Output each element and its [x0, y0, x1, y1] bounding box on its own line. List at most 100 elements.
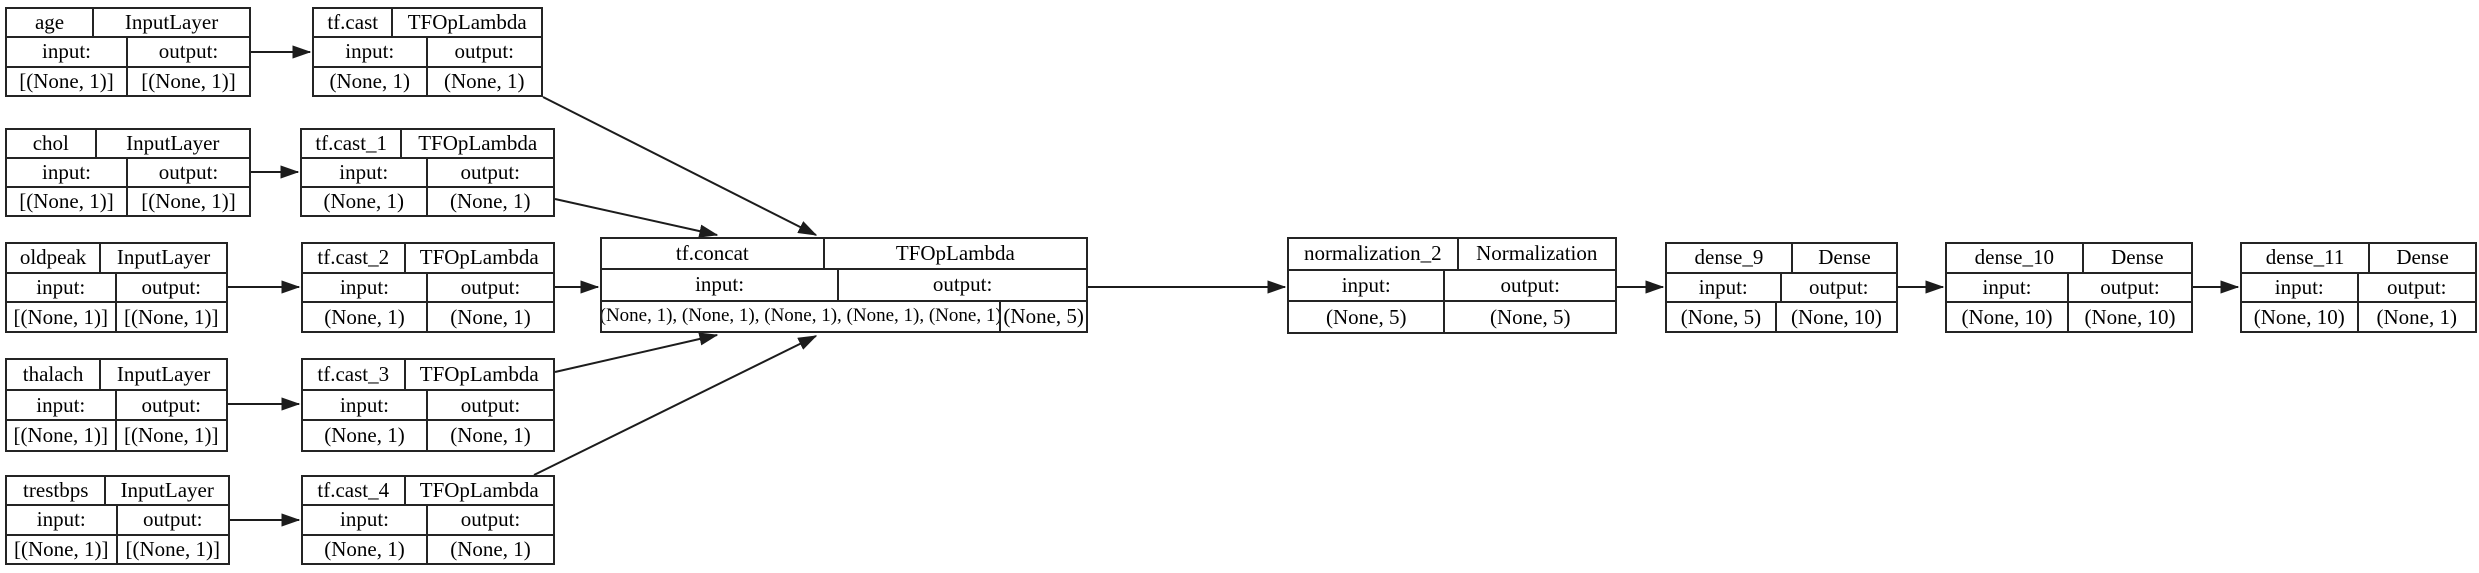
output-label: output:	[932, 272, 993, 297]
layer-node-tf-cast: tf.cast TFOpLambda input: output: (None, 1) (…	[312, 7, 543, 97]
layer-node-thalach: thalach InputLayer input: output: [(None, 1)…	[5, 358, 228, 452]
input-label: input:	[302, 159, 428, 186]
input-label: input:	[7, 273, 117, 302]
layer-node-tf-concat: tf.concat TFOpLambda input: output: [(None, …	[600, 237, 1088, 333]
input-label: input:	[303, 506, 428, 534]
layer-name: tf.cast_4	[303, 477, 406, 505]
layer-type: InputLayer	[116, 245, 211, 270]
input-label: input:	[314, 38, 428, 66]
input-shape: [(None, 1)]	[7, 535, 118, 563]
input-label: input:	[2242, 273, 2359, 302]
output-shape: (None, 10)	[1790, 304, 1882, 329]
output-label: output:	[141, 392, 201, 417]
input-label: input:	[7, 390, 117, 420]
output-label: output:	[1808, 275, 1869, 299]
layer-name: tf.cast_3	[303, 360, 406, 389]
edge-tf-cast-3-to-tf-concat	[554, 332, 719, 373]
layer-type: Normalization	[1476, 241, 1598, 266]
output-shape: (None, 1)	[450, 536, 531, 561]
input-shape: [(None, 1)]	[7, 421, 117, 451]
layer-node-dense-11: dense_11 Dense input: output: (None, 10) (Non…	[2240, 242, 2477, 333]
layer-type: InputLayer	[120, 478, 214, 503]
layer-name: thalach	[7, 360, 102, 389]
output-shape: (None, 1)	[450, 189, 531, 213]
input-shape: (None, 5)	[1289, 302, 1446, 333]
input-label: input:	[303, 390, 428, 420]
output-label: output:	[1500, 273, 1560, 297]
output-label: output:	[460, 392, 521, 417]
output-shape: (None, 1)	[2376, 304, 2457, 329]
input-shape: [(None, 1)]	[7, 188, 128, 215]
layer-name: dense_11	[2242, 244, 2371, 272]
edge-tf-cast-1-to-tf-concat	[554, 198, 719, 238]
input-shape: (None, 1)	[302, 188, 428, 215]
output-label: output:	[142, 507, 203, 532]
layer-type: TFOpLambda	[895, 241, 1015, 266]
layer-type: Dense	[1818, 245, 1871, 270]
input-shape: (None, 1)	[303, 303, 428, 332]
output-label: output:	[158, 160, 219, 184]
layer-type: InputLayer	[116, 361, 211, 386]
output-shape: [(None, 1)]	[141, 189, 236, 213]
output-shape: (None, 1)	[450, 423, 531, 448]
layer-node-tf-cast-1: tf.cast_1 TFOpLambda input: output: (None, 1…	[300, 128, 555, 217]
layer-type: Dense	[2111, 245, 2164, 270]
output-label: output:	[2100, 275, 2160, 299]
layer-node-tf-cast-3: tf.cast_3 TFOpLambda input: output: (None, 1…	[301, 358, 555, 452]
output-label: output:	[454, 39, 514, 64]
input-shape: (None, 10)	[1947, 303, 2069, 332]
input-shape: [(None, 1)]	[7, 67, 128, 95]
layer-node-tf-cast-4: tf.cast_4 TFOpLambda input: output: (None, 1…	[301, 475, 555, 565]
layer-type: TFOpLambda	[418, 131, 538, 155]
output-shape: (None, 1)	[444, 68, 525, 93]
input-shape: [(None, 1)]	[7, 303, 117, 332]
edge-tf-cast-to-tf-concat	[542, 96, 818, 236]
output-label: output:	[460, 275, 521, 299]
input-shape: [(None, 1), (None, 1), (None, 1), (None,…	[602, 301, 1002, 331]
input-label: input:	[1667, 273, 1782, 302]
layer-type: InputLayer	[124, 10, 219, 35]
layer-name: trestbps	[7, 477, 107, 505]
output-shape: [(None, 1)]	[124, 423, 219, 448]
output-shape: (None, 1)	[450, 304, 531, 329]
input-label: input:	[7, 159, 128, 186]
layer-type: TFOpLambda	[419, 361, 539, 386]
output-label: output:	[460, 160, 520, 184]
input-label: input:	[7, 506, 118, 534]
input-label: input:	[602, 270, 840, 300]
layer-type: Dense	[2396, 245, 2449, 270]
layer-name: age	[7, 9, 95, 37]
input-shape: (None, 5)	[1667, 303, 1777, 332]
output-label: output:	[2386, 275, 2447, 299]
input-shape: (None, 1)	[303, 421, 428, 451]
input-label: input:	[1947, 273, 2069, 302]
layer-name: tf.cast	[314, 9, 394, 37]
edge-tf-cast-4-to-tf-concat	[533, 335, 818, 476]
output-label: output:	[460, 507, 521, 532]
input-label: input:	[7, 38, 128, 66]
layer-name: tf.concat	[602, 239, 825, 269]
output-shape: (None, 5)	[1489, 304, 1571, 329]
output-label: output:	[141, 275, 201, 299]
output-shape: [(None, 1)]	[124, 304, 219, 329]
layer-name: dense_10	[1947, 244, 2084, 272]
input-shape: (None, 10)	[2242, 303, 2359, 332]
output-shape: [(None, 1)]	[141, 68, 236, 93]
output-shape: [(None, 1)]	[125, 536, 220, 561]
layer-name: tf.cast_1	[302, 130, 403, 157]
layer-type: TFOpLambda	[407, 10, 527, 35]
output-shape: (None, 5)	[1003, 303, 1084, 328]
layer-type: TFOpLambda	[419, 478, 539, 503]
layer-name: normalization_2	[1289, 239, 1459, 269]
layer-type: InputLayer	[126, 131, 220, 155]
input-shape: (None, 1)	[314, 67, 428, 95]
